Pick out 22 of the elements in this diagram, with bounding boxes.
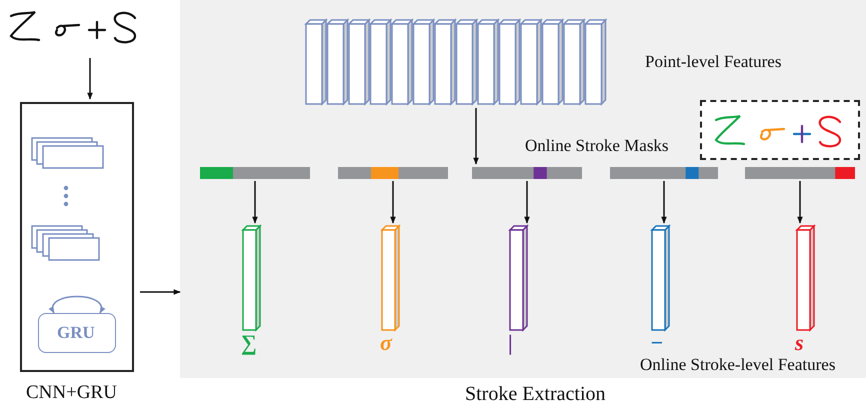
arrow xyxy=(797,181,803,224)
arrow xyxy=(50,296,104,314)
stroke-symbol: − xyxy=(650,330,664,356)
arrow xyxy=(252,181,258,224)
arrow xyxy=(473,108,479,165)
feature-label: Point-level Features xyxy=(645,52,782,72)
gru-box xyxy=(38,313,116,353)
panel-title: Stroke Extraction xyxy=(465,383,606,406)
gru-label: GRU xyxy=(57,323,95,343)
stroke-symbol: | xyxy=(508,330,513,356)
arrow xyxy=(524,181,530,224)
stroke-symbol: σ xyxy=(380,330,392,356)
stroke-symbol: ∑ xyxy=(241,330,257,356)
arrow xyxy=(140,289,181,295)
network-title: CNN+GRU xyxy=(26,382,117,404)
arrow xyxy=(390,181,396,224)
stroke-symbol: s xyxy=(795,330,804,356)
arrow xyxy=(661,181,667,224)
dashed-box xyxy=(700,100,860,160)
mask-label: Online Stroke Masks xyxy=(525,136,669,156)
arrow xyxy=(87,58,93,100)
feature-label: Online Stroke-level Features xyxy=(640,355,836,375)
